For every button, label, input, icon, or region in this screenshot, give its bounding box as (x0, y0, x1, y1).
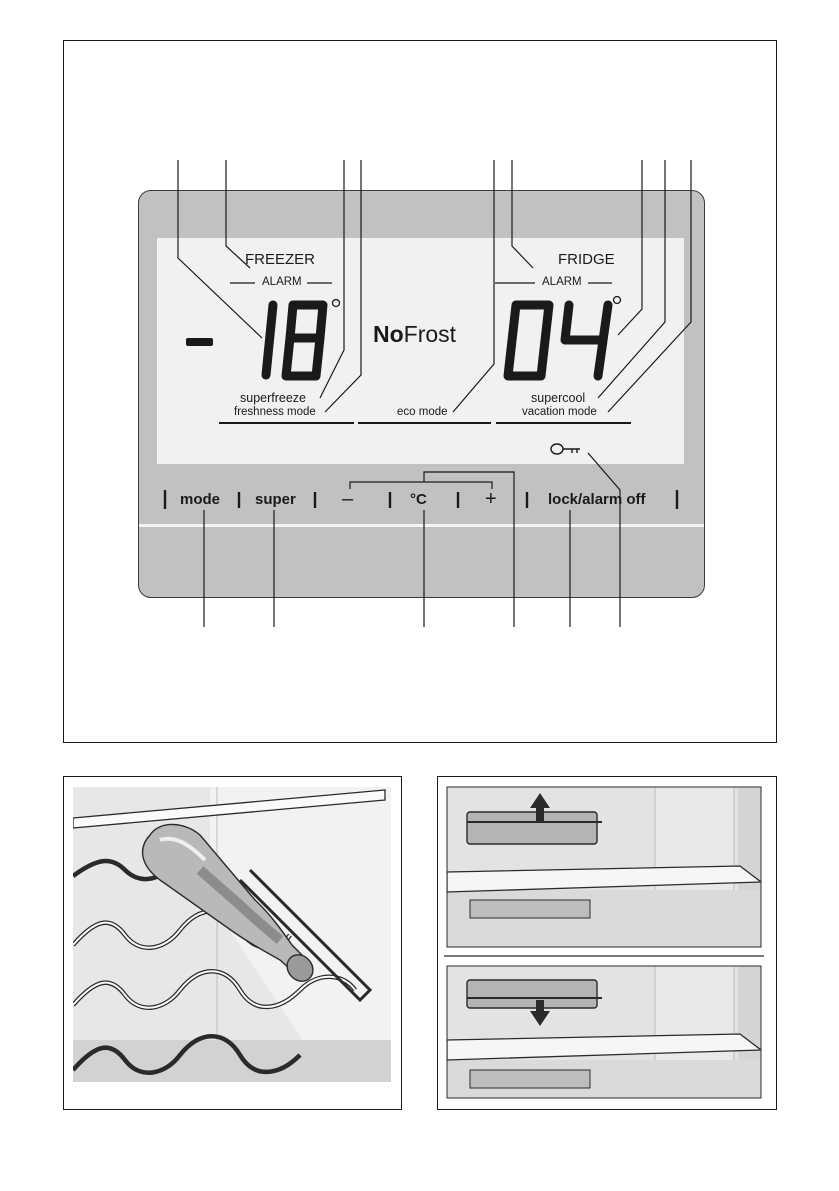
mode-button[interactable]: mode (180, 491, 221, 508)
fridge-temperature-digits (503, 300, 613, 381)
fridge-alarm-label: ALARM (542, 276, 582, 288)
lock-alarm-off-button[interactable]: lock/alarm off (548, 491, 646, 508)
superfreeze-label: superfreeze (240, 391, 307, 405)
shelf-clip-raise-illustration (447, 787, 761, 947)
temperature-up-button[interactable]: + (485, 488, 497, 510)
key-icon (550, 443, 580, 455)
fridge-title: FRIDGE (558, 251, 615, 268)
panel-divider-strip (139, 524, 704, 527)
arrow-down-icon (530, 1000, 550, 1026)
freezer-degree-symbol (331, 298, 341, 308)
super-button[interactable]: super (255, 491, 296, 508)
plus-minus-bracket (349, 471, 515, 627)
fridge-degree-symbol (612, 295, 622, 305)
glass-shelf (73, 789, 386, 829)
top-callout-lines (177, 160, 692, 413)
freezer-alarm-label: ALARM (262, 276, 302, 288)
figure-shelf-clip (437, 776, 777, 1110)
vacation-mode-label: vacation mode (522, 406, 597, 418)
control-panel (138, 190, 705, 598)
nofrost-logo: NoFrost (373, 321, 457, 347)
eco-mode-label: eco mode (397, 406, 448, 418)
wine-bottle (141, 823, 314, 982)
freezer-title: FREEZER (245, 251, 316, 268)
freezer-minus-segment (186, 338, 213, 346)
freshness-mode-label: freshness mode (234, 406, 316, 418)
arrow-up-icon (530, 793, 550, 822)
display-screen (157, 238, 684, 464)
shelf-clip-lower-illustration (447, 966, 761, 1098)
celsius-button[interactable]: °C (410, 491, 427, 508)
button-separators (163, 490, 679, 509)
temperature-down-button[interactable]: – (342, 488, 354, 510)
supercool-label: supercool (531, 391, 586, 405)
freezer-temperature-digits (261, 300, 328, 381)
bottom-callout-lines (203, 452, 621, 627)
